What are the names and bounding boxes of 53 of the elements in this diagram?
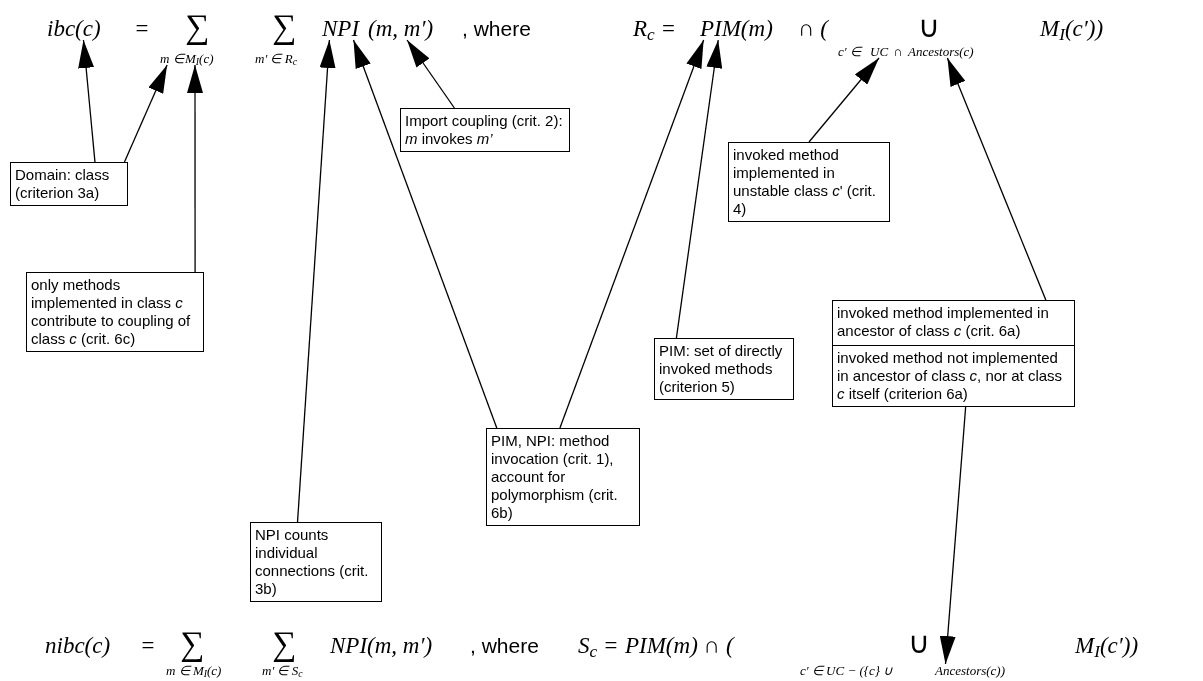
formula-term: ibc(c) <box>47 17 101 40</box>
formula-subscript: m ∈ M$_{I}$(c) <box>166 664 222 677</box>
formula-term: M$_{I}$(c′)) <box>1040 17 1104 40</box>
formula-subscript: c′ ∈ <box>838 45 861 58</box>
formula-term: R$_{c}$ = <box>633 17 676 40</box>
annotation-box: invoked method implemented in unstable class c' (crit. 4) <box>728 142 890 222</box>
formula-term: (m, m′) <box>368 17 434 40</box>
formula-term: NPI(m, m′) <box>330 634 433 657</box>
arrow <box>406 39 456 109</box>
formula-subscript: c′ ∈ UC − ({c} ∪ <box>800 664 894 677</box>
annotation-box: Domain: class (criterion 3a) <box>10 162 128 206</box>
formula-term: nibc(c) <box>45 634 111 657</box>
arrow <box>123 64 168 163</box>
sum-symbol: ∑ <box>185 10 210 44</box>
arrow <box>78 39 96 163</box>
annotation-box: Import coupling (crit. 2): m invokes m’ <box>400 108 570 152</box>
union-symbol: ∪ <box>908 628 930 658</box>
arrow <box>352 39 498 429</box>
formula-subscript: UC <box>870 45 889 58</box>
sum-symbol: ∑ <box>180 627 205 661</box>
formula-term: PIM(m) <box>700 17 773 40</box>
formula-text: , where <box>470 635 539 656</box>
arrow <box>675 39 723 339</box>
arrow <box>187 64 203 273</box>
arrow <box>939 406 967 665</box>
arrow <box>808 57 880 143</box>
annotation-box: PIM: set of directly invoked methods (criterion 5) <box>654 338 794 400</box>
formula-text: , where <box>462 18 531 39</box>
arrow <box>559 39 705 429</box>
equals-sign: = <box>134 17 150 40</box>
sum-symbol: ∑ <box>272 627 297 661</box>
annotation-box: invoked method not implemented in ancestor of class c, nor at class c itself (criterion 6a) <box>832 345 1075 407</box>
formula-term: M$_{I}$(c′)) <box>1075 634 1139 657</box>
formula-subscript: ∩ <box>893 45 903 58</box>
formula-term: PIM(m) ∩ ( <box>625 634 734 657</box>
union-symbol: ∪ <box>918 12 940 42</box>
formula-term: S$_{c}$ = <box>578 634 619 657</box>
sum-symbol: ∑ <box>272 10 297 44</box>
formula-term: NPI <box>322 17 360 40</box>
formula-subscript: m′ ∈ S$_{c}$ <box>262 664 303 677</box>
annotation-box: only methods implemented in class c contribute to coupling of class c (crit. 6c) <box>26 272 204 352</box>
formula-subscript: m ∈ <box>160 52 184 65</box>
formula-subscript: Ancestors(c)) <box>935 664 1006 677</box>
annotation-box: invoked method implemented in ancestor of class c (crit. 6a) <box>832 300 1075 346</box>
annotation-box: PIM, NPI: method invocation (crit. 1), account for polymorphism (crit. 6b) <box>486 428 640 526</box>
formula-term: ∩ ( <box>798 17 829 40</box>
formula-subscript: Ancestors(c) <box>908 45 974 58</box>
arrow <box>946 57 1047 301</box>
formula-subscript: m′ ∈ R$_{c}$ <box>255 52 297 65</box>
formula-subscript: M$_{I}$(c) <box>185 52 214 65</box>
annotation-box: NPI counts individual connections (crit. 3b) <box>250 522 382 602</box>
equals-sign: = <box>140 634 156 657</box>
arrow <box>296 39 336 523</box>
